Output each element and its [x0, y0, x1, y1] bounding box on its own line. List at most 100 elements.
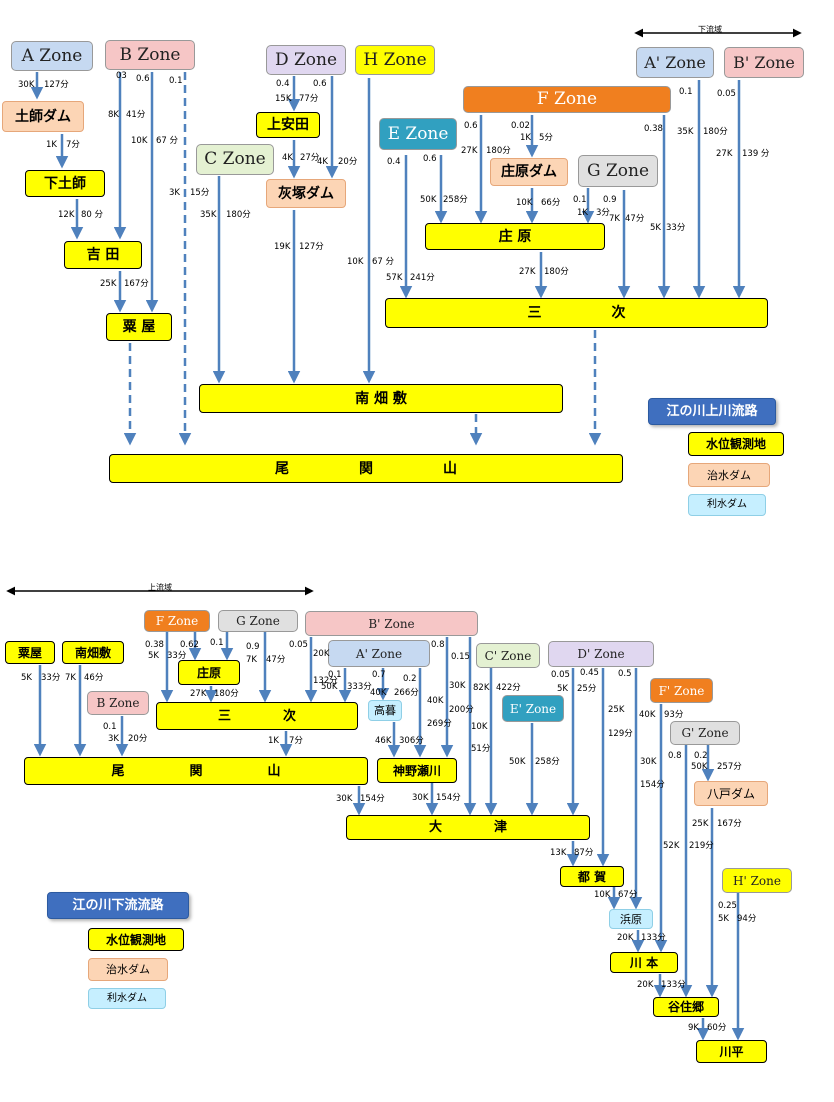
- label: 50K: [321, 682, 338, 692]
- label: 30K: [640, 757, 657, 767]
- label: 0.8: [668, 751, 682, 761]
- station-obiseki: 尾 関 山: [109, 454, 623, 483]
- label: 3分: [596, 208, 610, 218]
- zone-b-prime-lower: B' Zone: [305, 611, 478, 636]
- label: 52K: [663, 841, 680, 851]
- station-shobara: 庄 原: [425, 223, 605, 250]
- label: 180分: [544, 267, 569, 277]
- station-awaya-lower: 粟屋: [5, 641, 55, 664]
- span-label-upper: 下流域: [698, 25, 722, 34]
- label: 0.05: [717, 89, 736, 99]
- label: 133分: [661, 980, 686, 990]
- label: 3K: [169, 188, 180, 198]
- zone-f-lower: F Zone: [144, 610, 210, 632]
- station-awaya: 粟 屋: [106, 313, 172, 341]
- label: 19K: [274, 242, 291, 252]
- label: 25K: [692, 819, 709, 829]
- zone-b-prime: B' Zone: [724, 47, 804, 78]
- label: 0.4: [276, 79, 290, 89]
- label: 0.9: [246, 642, 260, 652]
- zone-g: G Zone: [578, 155, 658, 187]
- label: 257分: [717, 762, 742, 772]
- label: 25分: [577, 684, 597, 694]
- legend-udam-upper: 利水ダム: [688, 494, 766, 516]
- zone-d: D Zone: [266, 45, 346, 75]
- zone-f-prime: F' Zone: [650, 678, 713, 703]
- label: 20K: [637, 980, 654, 990]
- zone-d-prime: D' Zone: [548, 641, 654, 667]
- legend-udam-lower: 利水ダム: [88, 988, 166, 1009]
- label: 8K: [108, 110, 119, 120]
- dam-haizuka: 灰塚ダム: [266, 179, 346, 208]
- label: 0.1: [679, 87, 693, 97]
- label: 94分: [737, 914, 757, 924]
- label: 20K: [313, 649, 330, 659]
- label: 0.9: [603, 195, 617, 205]
- label: 0.1: [328, 670, 342, 680]
- label: 33分: [167, 651, 187, 661]
- label: 0.05: [551, 670, 570, 680]
- station-kawamoto: 川 本: [610, 952, 678, 973]
- zone-f: F Zone: [463, 86, 671, 113]
- station-miyoshi: 三 次: [385, 298, 768, 328]
- label: 0.8: [431, 640, 445, 650]
- label: 1K: [520, 133, 531, 143]
- zone-e: E Zone: [379, 118, 457, 150]
- label: 0.25: [718, 901, 737, 911]
- label: 33分: [666, 223, 686, 233]
- station-tanizumigo: 谷住郷: [653, 997, 719, 1017]
- label: 180分: [486, 146, 511, 156]
- dam-doshi: 土師ダム: [2, 101, 84, 132]
- label: 1K: [46, 140, 57, 150]
- label: 422分: [496, 683, 521, 693]
- label: 15分: [190, 188, 210, 198]
- label: 133分: [641, 933, 666, 943]
- label: 66分: [541, 198, 561, 208]
- label: 57K: [386, 273, 403, 283]
- label: 27K: [519, 267, 536, 277]
- legend-dam-lower: 治水ダム: [88, 958, 168, 981]
- label: 5K: [718, 914, 729, 924]
- label: 27K: [190, 689, 207, 699]
- label: 30K: [336, 794, 353, 804]
- label: 4K: [317, 157, 328, 167]
- label: 127分: [299, 242, 324, 252]
- label: 258分: [443, 195, 468, 205]
- label: 10K: [594, 890, 611, 900]
- label: 27分: [300, 153, 320, 163]
- label: 5分: [539, 133, 553, 143]
- label: 200分: [449, 705, 474, 715]
- label: 5K: [557, 684, 568, 694]
- label: 0.5: [618, 669, 632, 679]
- station-obiseki-lower: 尾 関 山: [24, 757, 368, 785]
- label: 67 分: [372, 257, 395, 267]
- label: 154分: [640, 780, 665, 790]
- label: 154分: [436, 793, 461, 803]
- label: 269分: [427, 719, 452, 729]
- station-tsuga: 都 賀: [560, 866, 624, 887]
- label: 46分: [84, 673, 104, 683]
- station-kannose: 神野瀬川: [377, 758, 457, 783]
- label: 20分: [128, 734, 148, 744]
- label: 9K: [688, 1023, 699, 1033]
- label: 241分: [410, 273, 435, 283]
- label: 0.38: [145, 640, 164, 650]
- label: 40K: [370, 688, 387, 698]
- zone-c: C Zone: [196, 144, 274, 175]
- label: 333分: [347, 682, 372, 692]
- legend-station-lower: 水位観測地: [88, 928, 184, 951]
- label: 0.05: [289, 640, 308, 650]
- label: 80 分: [81, 210, 104, 220]
- label: 15K: [275, 94, 292, 104]
- label: 0.1: [573, 195, 587, 205]
- label: 5K: [148, 651, 159, 661]
- zone-h: H Zone: [355, 45, 435, 75]
- label: 50K: [509, 757, 526, 767]
- label: 129分: [608, 729, 633, 739]
- station-kamiyasuda: 上安田: [256, 112, 320, 138]
- label: 27K: [461, 146, 478, 156]
- label: 180分: [703, 127, 728, 137]
- label: 41分: [126, 110, 146, 120]
- station-miyoshi-lower: 三 次: [156, 702, 358, 730]
